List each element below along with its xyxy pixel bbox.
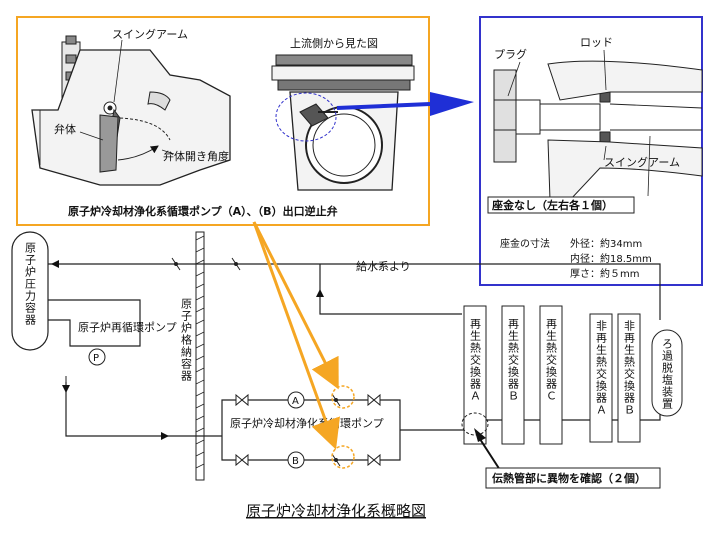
extraction-line: [62, 376, 210, 440]
swing-arm-label-right: スイングアーム: [604, 155, 680, 169]
return-line: [48, 257, 661, 320]
upstream-view-label: 上流側から見た図: [290, 36, 378, 50]
valve-detail-inset: スイングアーム 弁体 弁体開き角度 上流側から見た図 原子炉冷却材浄化系循環ポン…: [16, 16, 430, 226]
no-washer-label: 座金なし（左右各１個）: [491, 198, 613, 212]
recirc-pump-symbol: P: [93, 353, 99, 364]
cuw-pump-branches: [210, 385, 470, 469]
regen-hx-b-label: 再生熱交換器Ｂ: [507, 318, 520, 402]
open-angle-label: 弁体開き角度: [163, 149, 229, 163]
check-valve-a-highlight: [331, 385, 355, 409]
washer-dims-title: 座金の寸法: [500, 237, 550, 250]
callout-arrows: [252, 221, 340, 450]
pump-b-circle: [287, 451, 305, 469]
foreign-material-note: 伝熱管部に異物を確認（２個）: [492, 471, 646, 485]
filter-demineralizer-label: ろ過脱塩装置: [661, 338, 674, 410]
diagram-title: 原子炉冷却材浄化系概略図: [246, 502, 426, 520]
valve-caption: 原子炉冷却材浄化系循環ポンプ（A）、（B）出口逆止弁: [68, 204, 338, 218]
foreign-material-callout: [474, 428, 661, 489]
pump-b-label: B: [292, 456, 299, 467]
washer-outer-diameter: 外径：約34mm: [570, 237, 642, 250]
regen-hx-c-label: 再生熱交換器Ｃ: [545, 318, 558, 402]
rod-label: ロッド: [580, 36, 613, 49]
heat-exchanger-train: [461, 305, 683, 445]
washer-inner-diameter: 内径：約18.5mm: [570, 252, 652, 265]
feedwater-label: 給水系より: [356, 259, 411, 273]
recirculation-loop: [48, 299, 141, 366]
washer-thickness: 厚さ：約５mm: [570, 267, 639, 280]
valve-upstream-view-drawing: [271, 54, 415, 191]
no-washer-box: [487, 196, 635, 214]
recirc-pump-symbol-circle: [88, 348, 106, 366]
containment-wall: [195, 231, 205, 481]
plug-label: プラグ: [494, 47, 527, 61]
pump-a-label: A: [292, 396, 299, 407]
nonregen-hx-b-label: 非再生熱交換器Ｂ: [623, 320, 636, 416]
valve-body-label: 弁体: [54, 122, 76, 136]
swing-arm-label: スイングアーム: [112, 27, 188, 41]
valve-side-view-drawing: [31, 35, 231, 186]
reactor-pressure-vessel: 原子炉圧力容器: [11, 231, 49, 351]
plug-rod-drawing: [493, 49, 703, 201]
rpv-label: 原子炉圧力容器: [24, 242, 37, 326]
pump-a-circle: [287, 391, 305, 409]
cuw-pump-label: 原子炉冷却材浄化系循環ポンプ: [230, 416, 384, 430]
recirc-pump-label: 原子炉再循環ポンプ: [78, 321, 177, 334]
nonregen-hx-a-label: 非再生熱交換器Ａ: [595, 320, 608, 416]
plug-detail-inset: プラグ ロッド スイングアーム 座金なし（左右各１個） 座金の寸法 外径：約34…: [479, 16, 703, 286]
regen-hx-a-label: 再生熱交換器Ａ: [469, 318, 482, 402]
detail-callout-arrow: [336, 92, 474, 116]
check-valve-b-highlight: [331, 445, 355, 469]
containment-label: 原子炉格納容器: [180, 298, 193, 382]
foreign-material-highlight: [461, 412, 489, 436]
